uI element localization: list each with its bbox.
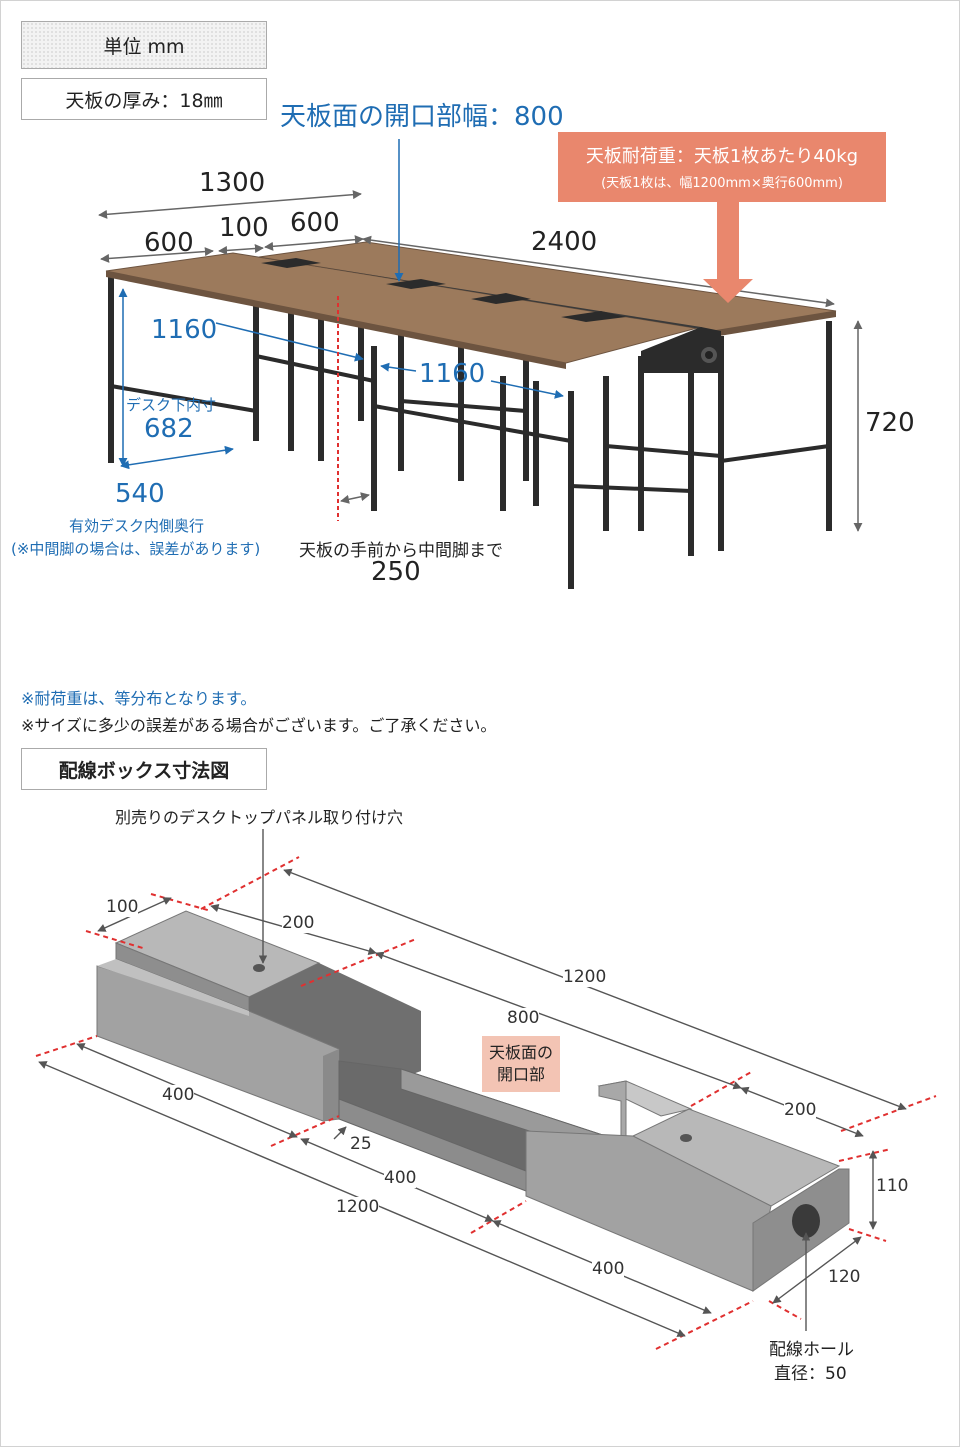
unit-label: 単位 mm [103, 35, 185, 58]
dim-540: 540 [115, 479, 165, 509]
wb-dim-400-b: 400 [384, 1168, 417, 1188]
wiring-box-title: 配線ボックス寸法図 [58, 759, 230, 782]
wb-dim-400-c: 400 [592, 1259, 625, 1279]
dim-1300: 1300 [199, 168, 266, 198]
under-wiring-box [641, 327, 721, 373]
thickness-box: 天板の厚み：18㎜ [21, 78, 267, 120]
effective-depth-line2: (※中間脚の場合は、誤差があります) [11, 540, 261, 558]
wb-dim-800: 800 [507, 1008, 540, 1028]
opening-tag: 天板面の 開口部 [482, 1036, 560, 1092]
wb-dim-200-left: 200 [282, 913, 315, 933]
hole-label-line2: 直径：50 [774, 1364, 847, 1384]
desk-illustration [98, 139, 863, 589]
dim-600-left: 600 [144, 228, 194, 258]
dim-1160-left: 1160 [151, 315, 218, 345]
panel-hole-label: 別売りのデスクトップパネル取り付け穴 [115, 808, 404, 827]
opening-width-label: 天板面の開口部幅：800 [280, 102, 564, 132]
wb-dim-400-a: 400 [162, 1085, 195, 1105]
opening-tag-line1: 天板面の [488, 1043, 553, 1062]
load-arrow [703, 201, 753, 303]
load-callout-line1: 天板耐荷重：天板1枚あたり40kg [585, 146, 859, 167]
unit-box: 単位 mm [21, 21, 267, 69]
dim-2400: 2400 [531, 227, 598, 257]
load-note: ※耐荷重は、等分布となります。 [21, 689, 257, 708]
wb-dim-1200-top: 1200 [563, 967, 607, 987]
load-callout-line2: (天板1枚は、幅1200mm×奥行600mm) [601, 176, 843, 191]
dim-100: 100 [219, 213, 269, 243]
load-callout: 天板耐荷重：天板1枚あたり40kg (天板1枚は、幅1200mm×奥行600mm… [558, 132, 886, 202]
middle-leg-label: 天板の手前から中間脚まで [299, 541, 503, 561]
wb-dim-120: 120 [828, 1267, 861, 1287]
opening-tag-line2: 開口部 [496, 1065, 545, 1084]
hole-label-line1: 配線ホール [769, 1340, 854, 1360]
wb-dim-200-right: 200 [784, 1100, 817, 1120]
desk-frame [108, 273, 832, 589]
effective-depth-line1: 有効デスク内側奥行 [69, 517, 205, 535]
dim-682: 682 [144, 414, 194, 444]
wb-dim-110: 110 [876, 1176, 909, 1196]
dim-250: 250 [371, 557, 421, 587]
wb-dim-1200-bottom: 1200 [336, 1197, 380, 1217]
thickness-label: 天板の厚み：18㎜ [65, 89, 223, 112]
dim-720: 720 [865, 408, 915, 438]
wb-dim-100: 100 [106, 897, 139, 917]
under-desk-label: デスク下内寸 [126, 396, 217, 414]
wb-dim-25: 25 [350, 1134, 372, 1154]
dim-600-right: 600 [290, 208, 340, 238]
wiring-box-title-box: 配線ボックス寸法図 [21, 748, 267, 790]
size-note: ※サイズに多少の誤差がある場合がございます。ご了承ください。 [21, 716, 497, 735]
dim-1160-right: 1160 [419, 359, 486, 389]
